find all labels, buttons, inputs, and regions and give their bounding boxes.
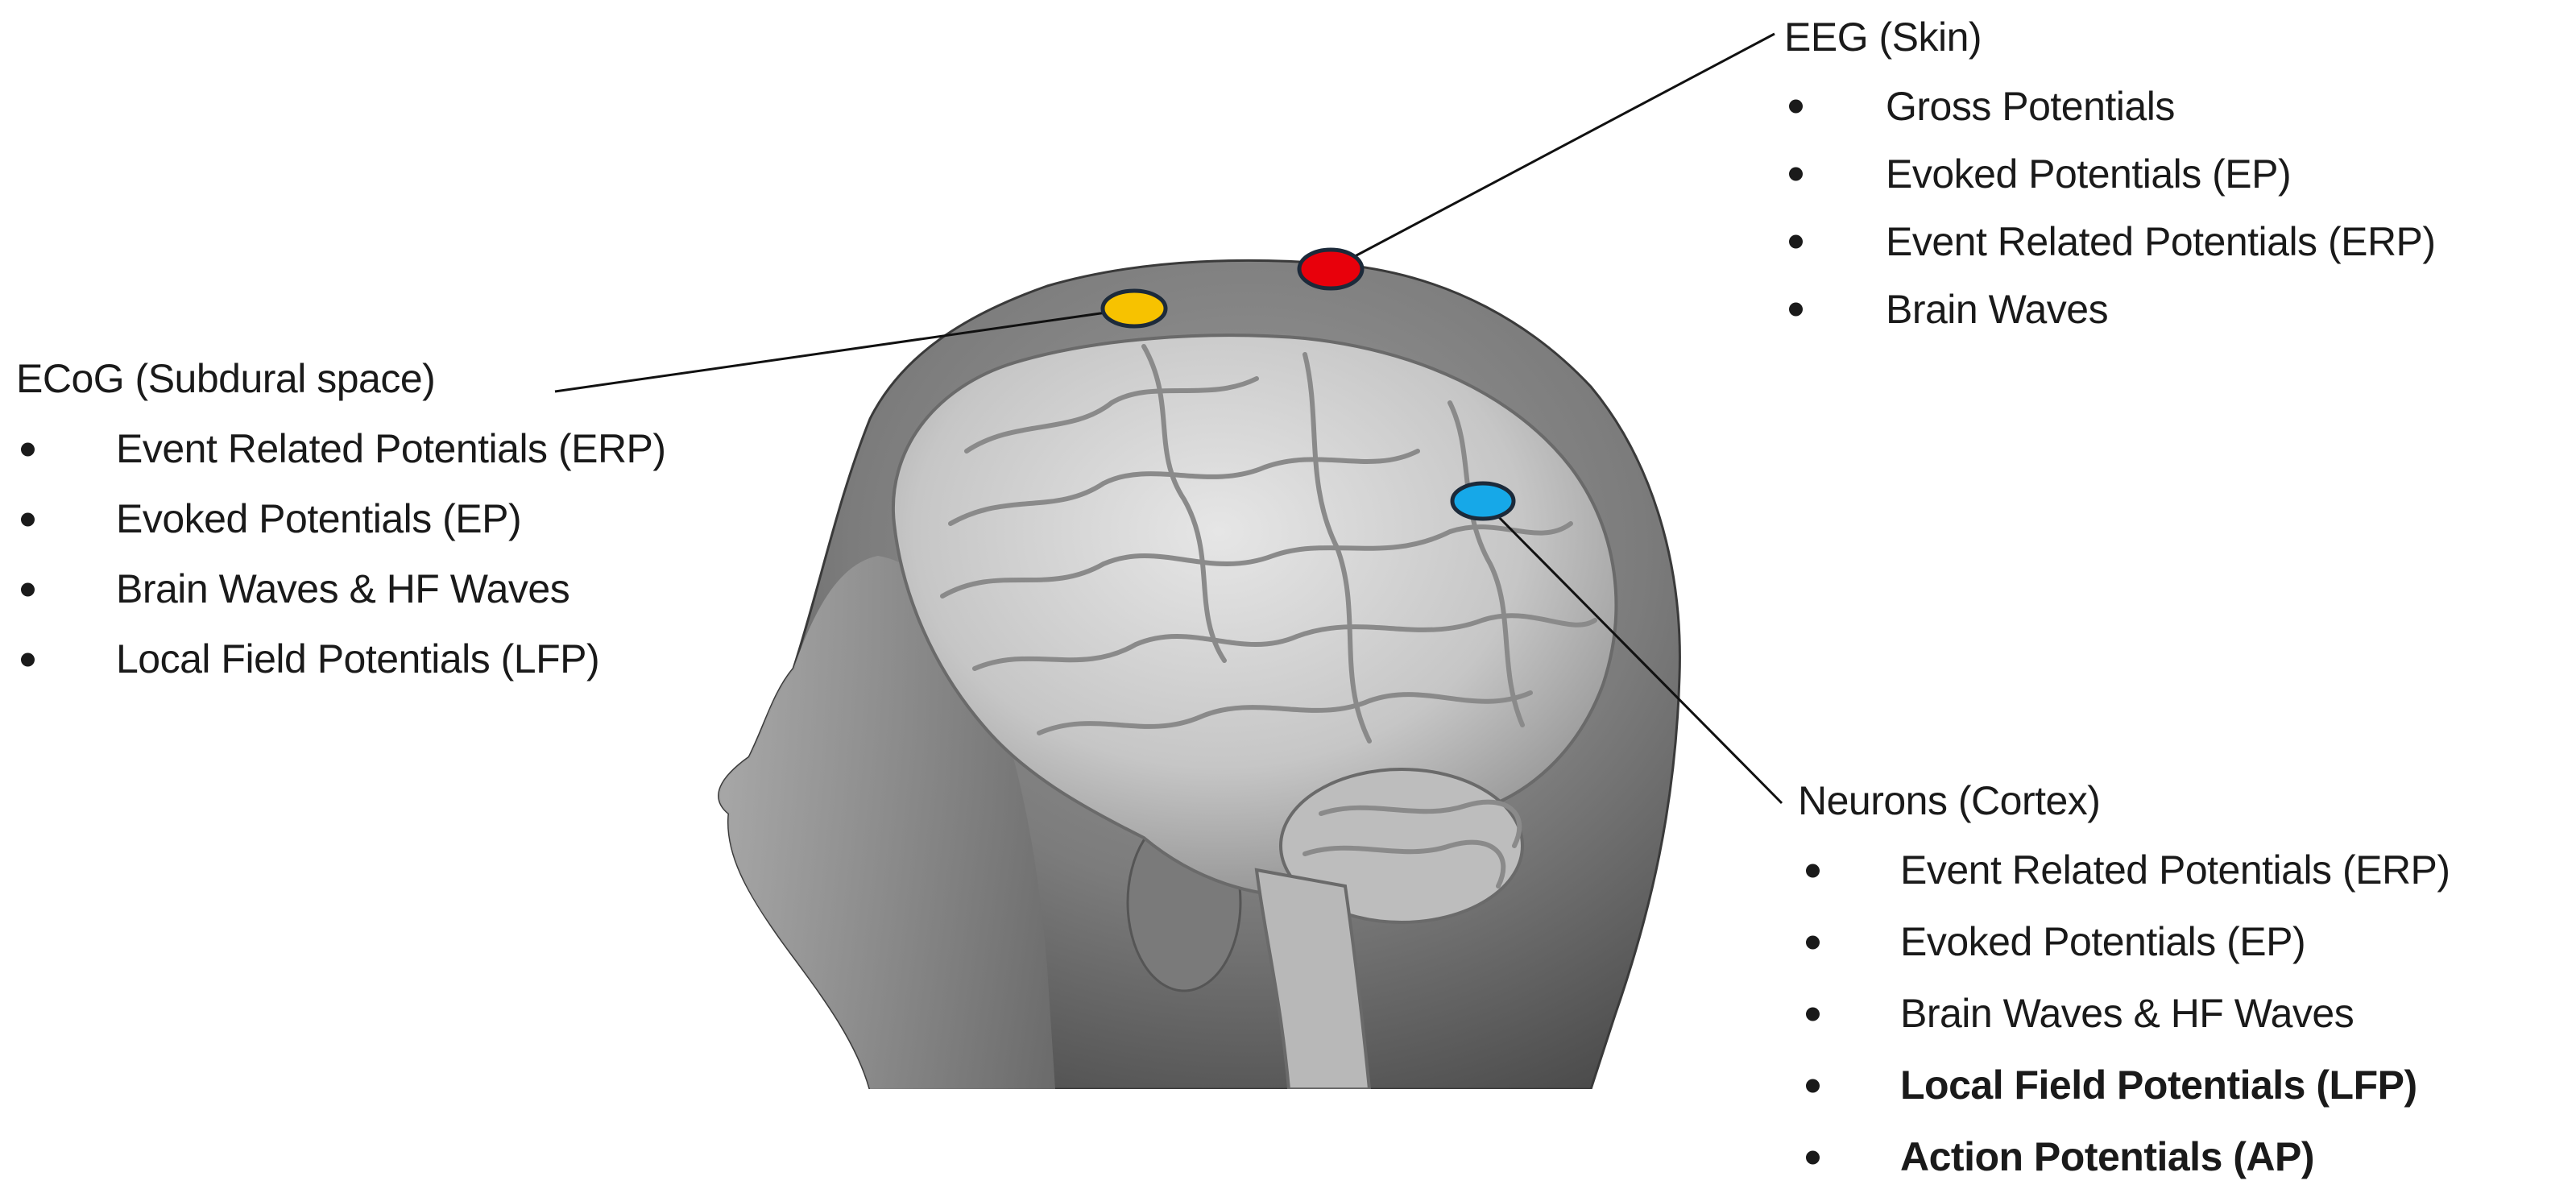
ecog-label-group: ECoG (Subdural space) Event Related Pote… — [16, 354, 666, 694]
bullet-icon — [1789, 302, 1803, 317]
list-item-text: Event Related Potentials (ERP) — [1886, 219, 2436, 264]
bullet-icon — [1806, 1079, 1820, 1092]
eeg-electrode-marker — [1297, 247, 1365, 291]
list-item-text: Action Potentials (AP) — [1900, 1134, 2315, 1179]
eeg-item-list: Gross Potentials Evoked Potentials (EP) … — [1784, 72, 2436, 343]
electrode-markers — [1100, 247, 1516, 521]
list-item: Evoked Potentials (EP) — [1798, 906, 2450, 978]
list-item-text: Evoked Potentials (EP) — [1900, 919, 2306, 964]
list-item-text: Gross Potentials — [1886, 84, 2175, 129]
list-item: Local Field Potentials (LFP) — [1798, 1050, 2450, 1121]
bullet-icon — [21, 652, 35, 666]
list-item-text: Brain Waves — [1886, 287, 2109, 332]
list-item: Gross Potentials — [1784, 72, 2436, 140]
list-item: Action Potentials (AP) — [1798, 1121, 2450, 1193]
list-item: Event Related Potentials (ERP) — [1784, 208, 2436, 275]
list-item: Evoked Potentials (EP) — [1784, 140, 2436, 208]
neurons-item-list: Event Related Potentials (ERP) Evoked Po… — [1798, 835, 2450, 1193]
list-item-text: Local Field Potentials (LFP) — [1900, 1063, 2417, 1108]
ecog-heading: ECoG (Subdural space) — [16, 356, 436, 401]
ecog-leader-line — [554, 307, 1135, 393]
brainstem — [1254, 868, 1372, 1089]
bullet-icon — [1789, 99, 1803, 114]
list-item: Brain Waves & HF Waves — [16, 554, 666, 624]
list-item: Brain Waves & HF Waves — [1798, 978, 2450, 1050]
bullet-icon — [1806, 1150, 1820, 1164]
brain-shape — [891, 333, 1618, 897]
bullet-icon — [1806, 1007, 1820, 1021]
ecog-electrode-marker — [1100, 288, 1168, 329]
neurons-heading: Neurons (Cortex) — [1798, 778, 2101, 823]
list-item-text: Evoked Potentials (EP) — [116, 496, 522, 541]
bullet-icon — [21, 582, 35, 596]
neurons-electrode-marker — [1450, 481, 1516, 521]
neurons-leader-line — [1481, 499, 1783, 805]
list-item: Brain Waves — [1784, 275, 2436, 343]
eeg-leader-line — [1330, 32, 1775, 271]
eeg-label-group: EEG (Skin) Gross Potentials Evoked Poten… — [1784, 13, 2436, 343]
neurons-label-group: Neurons (Cortex) Event Related Potential… — [1798, 777, 2450, 1193]
bullet-icon — [21, 512, 35, 526]
list-item: Evoked Potentials (EP) — [16, 484, 666, 554]
list-item-text: Brain Waves & HF Waves — [116, 566, 570, 611]
list-item: Local Field Potentials (LFP) — [16, 624, 666, 694]
bullet-icon — [21, 442, 35, 456]
list-item: Event Related Potentials (ERP) — [1798, 835, 2450, 906]
list-item-text: Brain Waves & HF Waves — [1900, 991, 2354, 1036]
ecog-item-list: Event Related Potentials (ERP) Evoked Po… — [16, 414, 666, 694]
bullet-icon — [1806, 864, 1820, 877]
list-item-text: Evoked Potentials (EP) — [1886, 151, 2292, 197]
bullet-icon — [1806, 935, 1820, 949]
bullet-icon — [1789, 234, 1803, 249]
bullet-icon — [1789, 167, 1803, 181]
leader-lines — [554, 32, 1783, 805]
list-item-text: Event Related Potentials (ERP) — [116, 426, 666, 471]
list-item-text: Local Field Potentials (LFP) — [116, 636, 600, 681]
eeg-heading: EEG (Skin) — [1784, 14, 1982, 60]
brain-gyri — [940, 344, 1597, 889]
list-item-text: Event Related Potentials (ERP) — [1900, 847, 2450, 893]
head-with-brain-illustration — [718, 259, 1681, 1089]
list-item: Event Related Potentials (ERP) — [16, 414, 666, 484]
